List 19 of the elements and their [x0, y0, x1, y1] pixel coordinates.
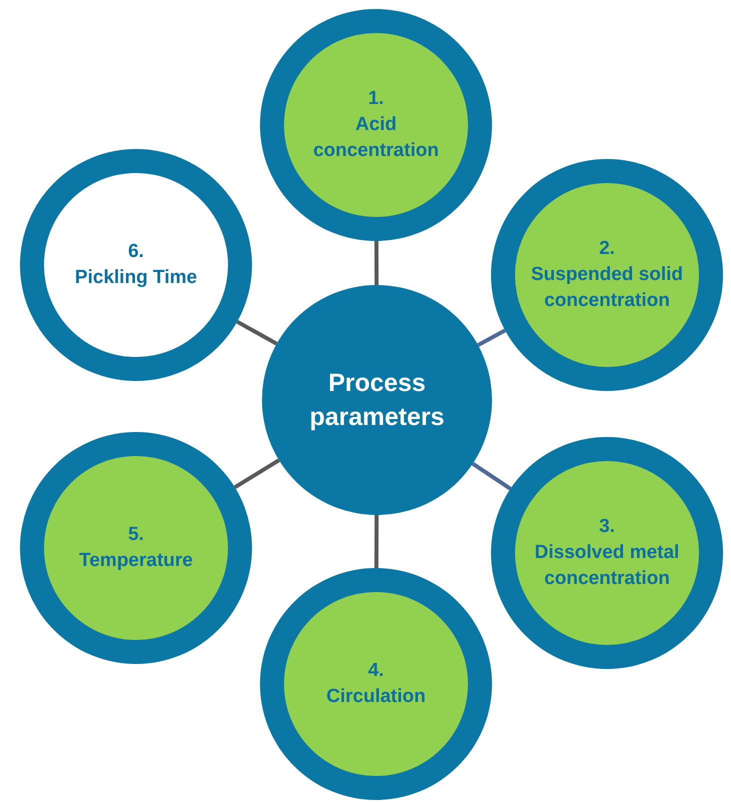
center-label: Process parameters	[308, 368, 446, 433]
connector-line	[236, 320, 278, 346]
parameter-number: 6.	[127, 240, 145, 264]
connector-line	[374, 515, 379, 568]
parameter-number: 2.	[598, 237, 616, 261]
parameter-label: Pickling Time	[74, 266, 198, 290]
parameter-label: Dissolved metal concentration	[534, 541, 680, 591]
parameter-number: 1.	[367, 87, 385, 111]
parameter-number: 4.	[367, 659, 385, 683]
parameter-number: 5.	[127, 523, 145, 547]
parameter-number: 3.	[598, 515, 616, 539]
parameter-label: Circulation	[325, 685, 427, 709]
connector-line	[374, 241, 379, 285]
connector-line	[472, 462, 512, 490]
parameter-label: Acid concentration	[312, 113, 440, 163]
connector-line	[477, 328, 506, 347]
parameter-label: Temperature	[78, 549, 194, 573]
connector-line	[234, 458, 280, 489]
parameter-label: Suspended solid concentration	[530, 263, 684, 313]
